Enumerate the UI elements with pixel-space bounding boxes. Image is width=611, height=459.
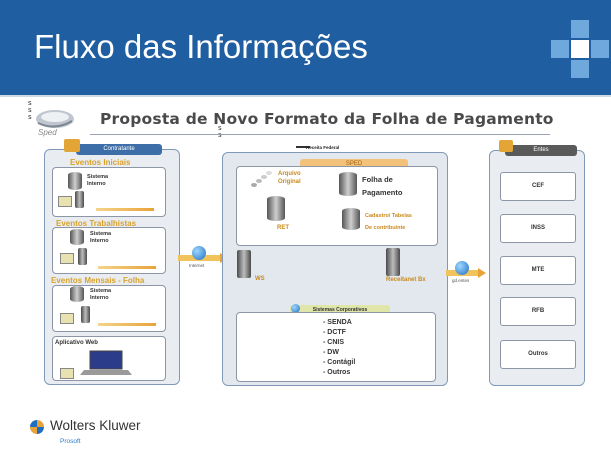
sistema-item: - SENDA — [323, 319, 352, 326]
sistema-interno-label: Sistema Interno — [87, 174, 109, 187]
database-icon — [70, 286, 84, 302]
ws-server-icon — [237, 250, 251, 278]
laptop-icon — [80, 350, 132, 375]
section-eventos-trabalhistas: Eventos Trabalhistas — [56, 219, 137, 228]
server-icon — [75, 191, 84, 208]
sistema-item: - DCTF — [323, 329, 346, 336]
aplicativo-web-label: Aplicativo Web — [55, 340, 98, 346]
database-icon — [267, 196, 285, 221]
receitanet-label: Receitanet Bx — [386, 277, 426, 283]
section-eventos-iniciais: Eventos Iniciais — [70, 158, 131, 167]
ret-label: RET — [277, 225, 289, 231]
section-eventos-mensais: Eventos Mensais - Folha — [51, 276, 145, 285]
document-icon — [60, 368, 74, 379]
ente-cef: CEF — [500, 172, 576, 201]
sistema-interno-label: Sistema Interno — [90, 231, 112, 244]
contratante-header: Contratante — [76, 144, 162, 155]
progress-bar — [96, 208, 154, 211]
receita-federal-header: Receita Federal — [306, 145, 340, 150]
server-icon — [81, 306, 90, 323]
footer-brand: Wolters Kluwer — [50, 418, 141, 433]
footer-sub: Prosoft — [60, 438, 81, 445]
sped-logo-icon — [36, 110, 74, 128]
wolters-kluwer-logo-icon — [30, 420, 44, 434]
subtitle-underline — [90, 134, 550, 135]
database-icon — [68, 172, 82, 190]
database-icon — [342, 208, 360, 230]
left-globe-label: Internet — [189, 263, 205, 268]
right-globe-label: gd.entes — [452, 278, 470, 283]
receitanet-server-icon — [386, 248, 400, 276]
sistema-item: - Contágil — [323, 359, 356, 366]
folha-pagamento-label: Folha de Pagamento — [362, 175, 403, 197]
sistemas-list: - SENDA - DCTF - CNIS - DW - Contágil - … — [323, 318, 355, 378]
sped-label: Sped — [38, 128, 57, 137]
progress-bar — [98, 323, 156, 326]
globe-icon — [455, 261, 469, 275]
cadastro-tabelas-label: Cadastro/ Tabelas De contribuinte — [365, 213, 412, 231]
entes-header: Entes — [505, 145, 577, 156]
sistemas-corporativos-box — [236, 312, 436, 382]
database-icon — [70, 229, 84, 245]
document-icon — [60, 313, 74, 324]
receita-logo-icon — [296, 138, 310, 148]
sistemas-corporativos-header: Sistemas Corporativos — [290, 305, 390, 316]
document-icon — [60, 253, 74, 264]
ente-rfb: RFB — [500, 297, 576, 326]
building-icon — [64, 139, 80, 152]
ente-outros: Outros — [500, 340, 576, 369]
ws-label: WS — [255, 276, 265, 282]
building-icon — [499, 140, 513, 152]
globe-icon — [192, 246, 206, 260]
slide-title: Fluxo das Informações — [34, 28, 368, 65]
ente-mte: MTE — [500, 256, 576, 285]
database-icon — [339, 172, 357, 196]
ente-inss: INSS — [500, 214, 576, 243]
document-icon — [58, 196, 72, 207]
sistema-interno-label: Sistema Interno — [90, 288, 112, 301]
arquivo-original-label: Arquivo Original — [278, 171, 301, 185]
progress-bar — [98, 266, 156, 269]
sistema-item: - CNIS — [323, 339, 344, 346]
side-letters-left: s s s — [28, 99, 32, 121]
globe-icon — [291, 304, 300, 313]
sped-tab: SPED — [300, 159, 408, 170]
diagram-subtitle: Proposta de Novo Formato da Folha de Pag… — [100, 110, 554, 128]
header-divider — [0, 95, 611, 97]
slide-header: Fluxo das Informações — [0, 0, 611, 95]
files-icon — [251, 171, 272, 187]
sistema-item: - DW — [323, 349, 339, 356]
side-letters-mid: s s — [218, 124, 222, 139]
corner-logo-icon — [551, 20, 611, 80]
sistema-item: - Outros — [323, 369, 351, 376]
server-icon — [78, 248, 87, 265]
